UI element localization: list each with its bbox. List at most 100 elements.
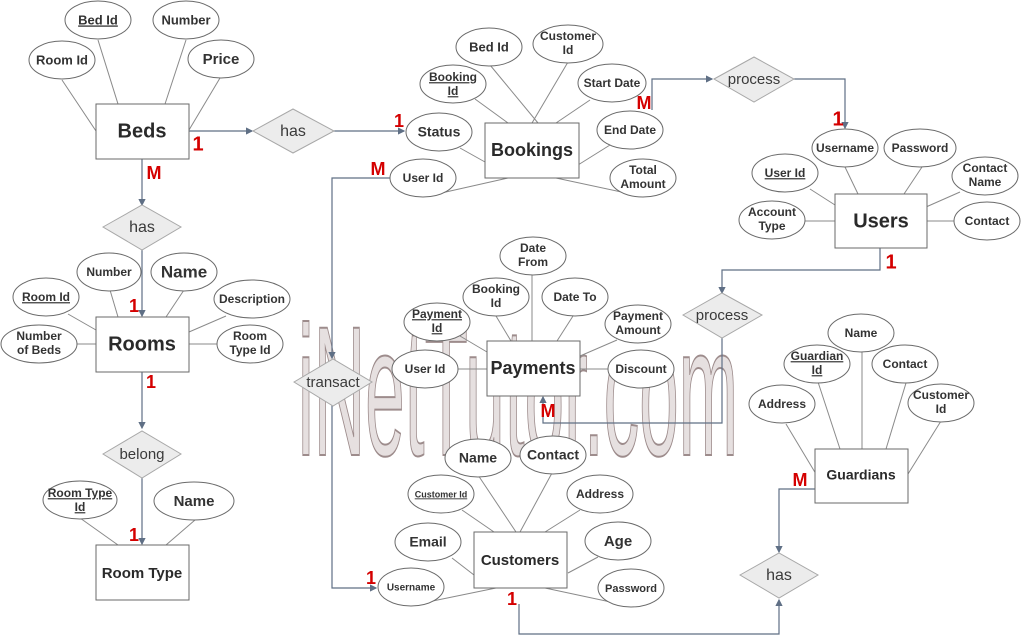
entity-bookings[interactable]: Bookings bbox=[484, 122, 580, 179]
attr-label: Number bbox=[86, 265, 132, 279]
attr-booking-total-amount[interactable]: Total Amount bbox=[609, 158, 677, 198]
attribute-lines bbox=[61, 39, 961, 605]
attr-payment-amount[interactable]: Payment Amount bbox=[604, 304, 672, 344]
attr-label: End Date bbox=[604, 123, 656, 137]
attr-customer-email[interactable]: Email bbox=[394, 522, 462, 562]
relationship-belong[interactable]: belong bbox=[102, 430, 182, 479]
attr-label-line2: Id bbox=[75, 500, 86, 514]
entity-users[interactable]: Users bbox=[834, 193, 928, 249]
cardinality-one: 1 bbox=[394, 111, 404, 131]
attr-room-name[interactable]: Name bbox=[150, 252, 218, 292]
cardinality-one: 1 bbox=[129, 296, 139, 316]
attr-booking-user-id[interactable]: User Id bbox=[389, 158, 457, 198]
entity-guardians[interactable]: Guardians bbox=[814, 448, 909, 504]
attr-label-line1: Date bbox=[520, 241, 546, 255]
attr-label: Address bbox=[576, 487, 624, 501]
relationship-label: process bbox=[696, 307, 749, 324]
attr-label: Status bbox=[418, 124, 461, 140]
attr-payment-date-from[interactable]: Date From bbox=[499, 236, 567, 276]
attr-label: Name bbox=[845, 326, 878, 340]
attr-label: Password bbox=[605, 583, 657, 595]
attr-payment-id[interactable]: Payment Id bbox=[403, 302, 471, 342]
attr-label: User Id bbox=[403, 171, 444, 185]
attr-booking-status[interactable]: Status bbox=[405, 112, 473, 152]
attr-user-contact[interactable]: Contact bbox=[953, 201, 1021, 241]
attr-label-line1: Account bbox=[748, 205, 796, 219]
attr-user-id[interactable]: User Id bbox=[751, 153, 819, 193]
attr-label: Date To bbox=[553, 290, 596, 304]
attr-label-line2: Id bbox=[563, 43, 574, 57]
attr-label-line1: Contact bbox=[963, 161, 1008, 175]
attr-label: Name bbox=[161, 262, 207, 281]
entity-rooms[interactable]: Rooms bbox=[95, 316, 190, 373]
attr-label-line2: Type bbox=[758, 219, 785, 233]
attr-roomtype-id[interactable]: Room Type Id bbox=[42, 480, 118, 520]
attr-booking-start-date[interactable]: Start Date bbox=[577, 63, 647, 103]
attr-label: Name bbox=[459, 450, 497, 466]
relationship-has-beds-rooms[interactable]: has bbox=[101, 204, 183, 251]
attr-bed-number[interactable]: Number bbox=[152, 0, 220, 40]
attr-customer-age[interactable]: Age bbox=[584, 521, 652, 561]
attr-payment-discount[interactable]: Discount bbox=[607, 349, 675, 389]
attr-room-id[interactable]: Room Id bbox=[12, 277, 80, 317]
attr-customer-address[interactable]: Address bbox=[566, 474, 634, 514]
attr-label-line2: Name bbox=[969, 175, 1002, 189]
attr-user-password[interactable]: Password bbox=[883, 128, 957, 168]
attr-guardian-contact[interactable]: Contact bbox=[871, 344, 939, 384]
attr-booking-id[interactable]: Booking Id bbox=[419, 64, 487, 104]
cardinality-one: 1 bbox=[507, 589, 517, 609]
entity-label: Bookings bbox=[491, 140, 573, 160]
attr-user-contact-name[interactable]: Contact Name bbox=[951, 156, 1019, 196]
attr-customer-contact[interactable]: Contact bbox=[519, 435, 587, 475]
attr-booking-bed-id[interactable]: Bed Id bbox=[455, 27, 523, 67]
attr-label-line1: Booking bbox=[472, 282, 520, 296]
attr-label: Name bbox=[174, 493, 215, 510]
attr-label: Contact bbox=[883, 357, 928, 371]
attr-label-line1: Number bbox=[16, 329, 62, 343]
relationship-transact[interactable]: transact bbox=[293, 358, 373, 407]
cardinality-one: 1 bbox=[192, 133, 203, 155]
entity-customers[interactable]: Customers bbox=[473, 531, 568, 589]
relationship-has-guardians-customers[interactable]: has bbox=[738, 552, 820, 599]
attr-payment-user-id[interactable]: User Id bbox=[391, 349, 459, 389]
attr-label: Password bbox=[892, 141, 949, 155]
attr-customer-name[interactable]: Name bbox=[444, 438, 512, 478]
attr-room-description[interactable]: Description bbox=[213, 279, 291, 319]
attr-label-line2: Amount bbox=[615, 323, 660, 337]
relationship-process-users-payments[interactable]: process bbox=[681, 292, 764, 339]
attr-label: Number bbox=[161, 12, 210, 27]
attr-bed-id[interactable]: Bed Id bbox=[64, 0, 132, 40]
cardinality-many: M bbox=[637, 93, 652, 113]
entity-beds[interactable]: Beds bbox=[95, 103, 190, 160]
attr-user-account-type[interactable]: Account Type bbox=[738, 200, 806, 240]
attr-room-number[interactable]: Number bbox=[76, 252, 142, 292]
attr-payment-booking-id[interactable]: Booking Id bbox=[462, 277, 530, 317]
entity-room-type[interactable]: Room Type bbox=[95, 544, 190, 601]
relationship-lines bbox=[138, 75, 881, 635]
relationship-has-beds-bookings[interactable]: has bbox=[251, 108, 336, 154]
attr-label: User Id bbox=[765, 166, 806, 180]
attr-booking-customer-id[interactable]: Customer Id bbox=[532, 24, 604, 64]
attr-roomtype-name[interactable]: Name bbox=[153, 481, 235, 521]
attr-guardian-address[interactable]: Address bbox=[748, 384, 816, 424]
attr-room-number-of-beds[interactable]: Number of Beds bbox=[0, 324, 78, 364]
cardinality-one: 1 bbox=[832, 108, 843, 130]
attr-guardian-id[interactable]: Guardian Id bbox=[783, 344, 851, 384]
entity-label: Beds bbox=[118, 120, 167, 142]
attr-label-line1: Customer bbox=[540, 29, 596, 43]
attr-customer-id[interactable]: Customer Id bbox=[407, 474, 475, 514]
attr-bed-price[interactable]: Price bbox=[187, 39, 255, 79]
attr-guardian-name[interactable]: Name bbox=[827, 313, 895, 353]
attr-bed-room-id[interactable]: Room Id bbox=[28, 40, 96, 80]
attr-customer-username[interactable]: Username bbox=[377, 567, 445, 607]
attr-user-username[interactable]: Username bbox=[811, 128, 879, 168]
attr-customer-password[interactable]: Password bbox=[597, 568, 665, 608]
entity-payments[interactable]: Payments bbox=[486, 340, 581, 397]
attr-booking-end-date[interactable]: End Date bbox=[596, 110, 664, 150]
attr-payment-date-to[interactable]: Date To bbox=[541, 277, 609, 317]
relationship-process-bookings-users[interactable]: process bbox=[712, 56, 796, 103]
attr-room-type-id[interactable]: Room Type Id bbox=[216, 324, 284, 364]
attr-label-line1: Room bbox=[233, 329, 267, 343]
attr-guardian-customer-id[interactable]: Customer Id bbox=[907, 383, 975, 423]
relationship-label: transact bbox=[306, 374, 360, 391]
